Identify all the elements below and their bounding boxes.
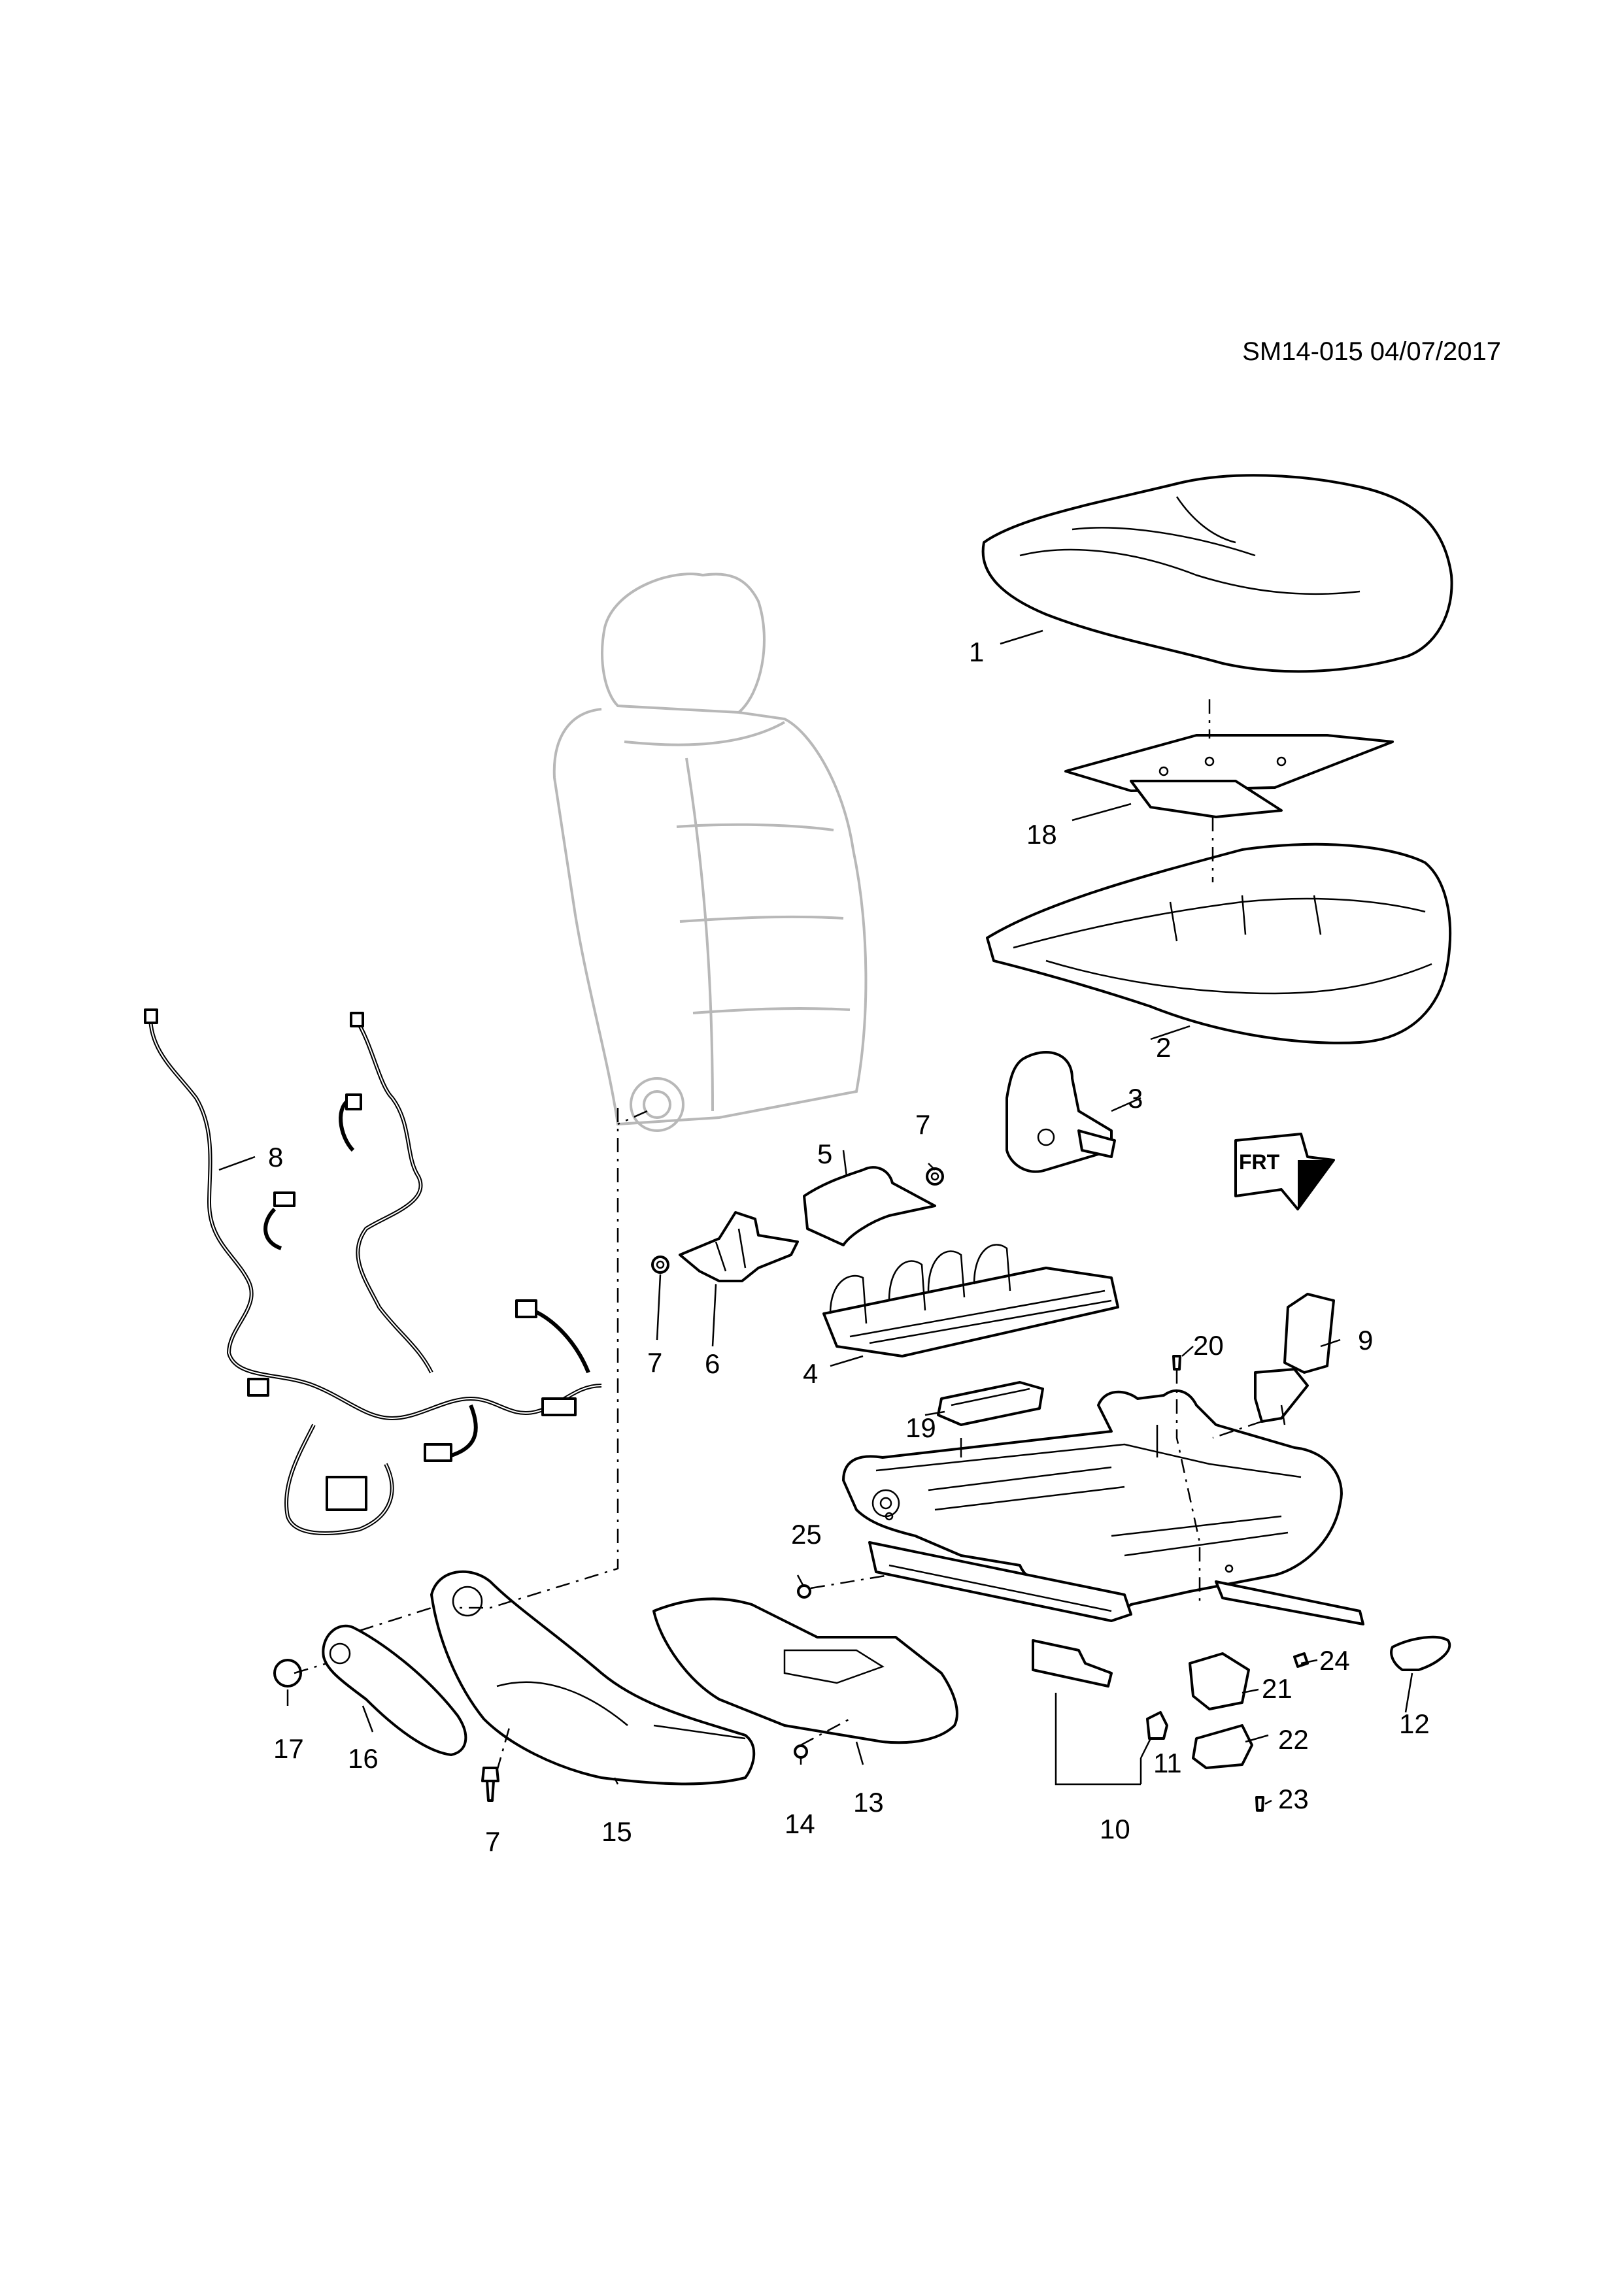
part-25-plug	[797, 1584, 811, 1599]
part-13-trim	[652, 1597, 958, 1744]
part-21-bracket	[1189, 1652, 1250, 1710]
part-18-pad	[1064, 734, 1394, 818]
callout-24: 24	[1319, 1645, 1350, 1676]
part-7-nut-1	[926, 1167, 944, 1186]
callout-1: 1	[969, 637, 985, 667]
part-20-screw	[1172, 1355, 1181, 1371]
part-seat-frame	[842, 1389, 1364, 1688]
part-4-suspension	[822, 1244, 1119, 1357]
callout-10: 10	[1100, 1814, 1130, 1844]
part-7-nut-2	[651, 1256, 669, 1274]
part-11-clip	[1146, 1711, 1168, 1740]
callout-19: 19	[905, 1412, 936, 1443]
callout-17: 17	[273, 1733, 304, 1764]
front-indicator-label: FRT	[1239, 1150, 1280, 1174]
part-19-module	[937, 1381, 1044, 1426]
callout-21: 21	[1262, 1673, 1293, 1704]
part-17-cap	[273, 1659, 302, 1688]
callout-8: 8	[268, 1142, 284, 1173]
part-5-bracket	[803, 1166, 936, 1246]
part-seat-cushion-pad	[986, 842, 1452, 1044]
callout-23: 23	[1278, 1784, 1309, 1814]
callout-7-bottom: 7	[485, 1826, 501, 1857]
callout-14: 14	[785, 1808, 815, 1839]
part-23-screw	[1255, 1796, 1264, 1812]
callout-18: 18	[1026, 819, 1057, 850]
callout-3: 3	[1128, 1083, 1143, 1114]
callout-6: 6	[705, 1348, 720, 1379]
callout-22: 22	[1278, 1724, 1309, 1755]
callout-7-upper: 7	[915, 1109, 931, 1140]
callout-9: 9	[1358, 1325, 1374, 1356]
part-3-shield	[1005, 1051, 1116, 1173]
seat-back-outline	[552, 573, 868, 1132]
callout-15: 15	[601, 1816, 632, 1847]
callout-20: 20	[1193, 1330, 1224, 1361]
callout-13: 13	[853, 1787, 884, 1818]
part-12-handle	[1390, 1635, 1451, 1671]
part-15-outer-trim	[430, 1570, 756, 1786]
callout-16: 16	[348, 1743, 379, 1774]
part-24-clip	[1293, 1652, 1309, 1668]
part-6-bracket	[679, 1211, 799, 1282]
callout-7-left: 7	[647, 1347, 663, 1378]
part-14-plug	[794, 1744, 808, 1759]
part-16-lever	[322, 1624, 467, 1756]
part-22-motor	[1192, 1724, 1253, 1769]
part-9-buckle	[1254, 1293, 1335, 1425]
part-7-bolt-3	[481, 1767, 499, 1802]
callout-5: 5	[817, 1139, 833, 1169]
part-seat-cushion-cover	[981, 474, 1453, 673]
front-direction-arrow-icon	[1234, 1133, 1335, 1210]
part-8-wiring-harness	[144, 1008, 602, 1535]
callout-11: 11	[1153, 1748, 1182, 1778]
callout-4: 4	[803, 1358, 819, 1389]
callout-25: 25	[791, 1519, 822, 1550]
callout-12: 12	[1399, 1708, 1430, 1739]
callout-2: 2	[1156, 1032, 1172, 1063]
reference-lines	[294, 699, 1262, 1772]
leader-lines	[218, 629, 1413, 1805]
document-id: SM14-015 04/07/2017	[1242, 337, 1501, 366]
